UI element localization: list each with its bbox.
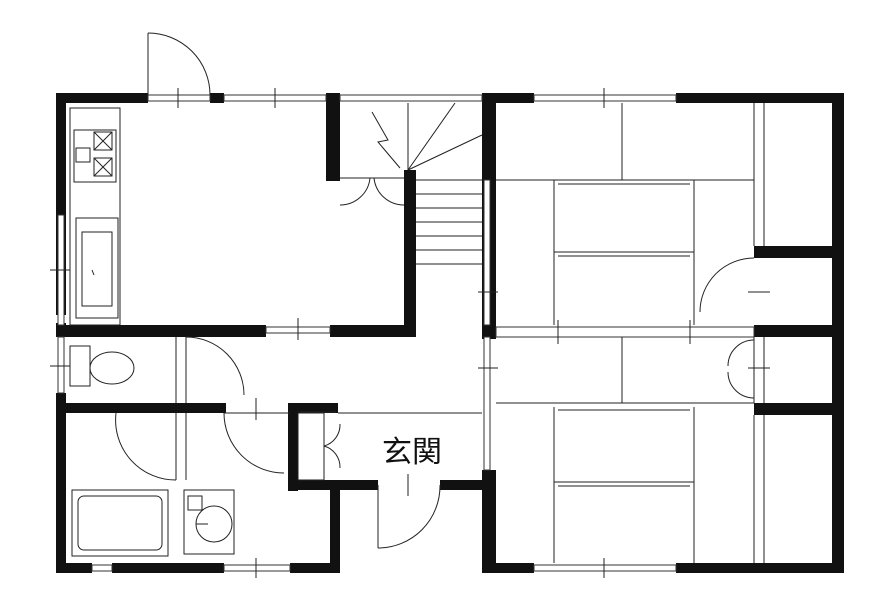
- kitchen-exterior-door[interactable]: [147, 32, 211, 96]
- windows: [50, 88, 677, 578]
- shoe-closet: [297, 412, 341, 481]
- bath-door[interactable]: [115, 412, 177, 481]
- exterior-walls: [56, 93, 844, 573]
- closet-door-upper[interactable]: [699, 257, 770, 313]
- tatami-room-upper: [496, 103, 765, 325]
- stair-closet-doors[interactable]: [339, 177, 405, 206]
- washbasin: [183, 489, 235, 555]
- closet-door-lower[interactable]: [727, 339, 770, 399]
- closet-window-ticks: [255, 398, 409, 496]
- toilet-door[interactable]: [185, 336, 245, 396]
- room-label-entrance: 玄関: [382, 435, 442, 470]
- entrance-door[interactable]: [377, 484, 441, 549]
- fusuma-partition[interactable]: [495, 320, 755, 344]
- staircase: [340, 102, 483, 265]
- toilet: [69, 337, 187, 403]
- kitchen-sink: [75, 217, 119, 319]
- interior-walls: [56, 170, 844, 573]
- washroom-door[interactable]: [223, 412, 290, 474]
- tatami-room-lower: [496, 337, 765, 563]
- bathtub: [71, 413, 187, 557]
